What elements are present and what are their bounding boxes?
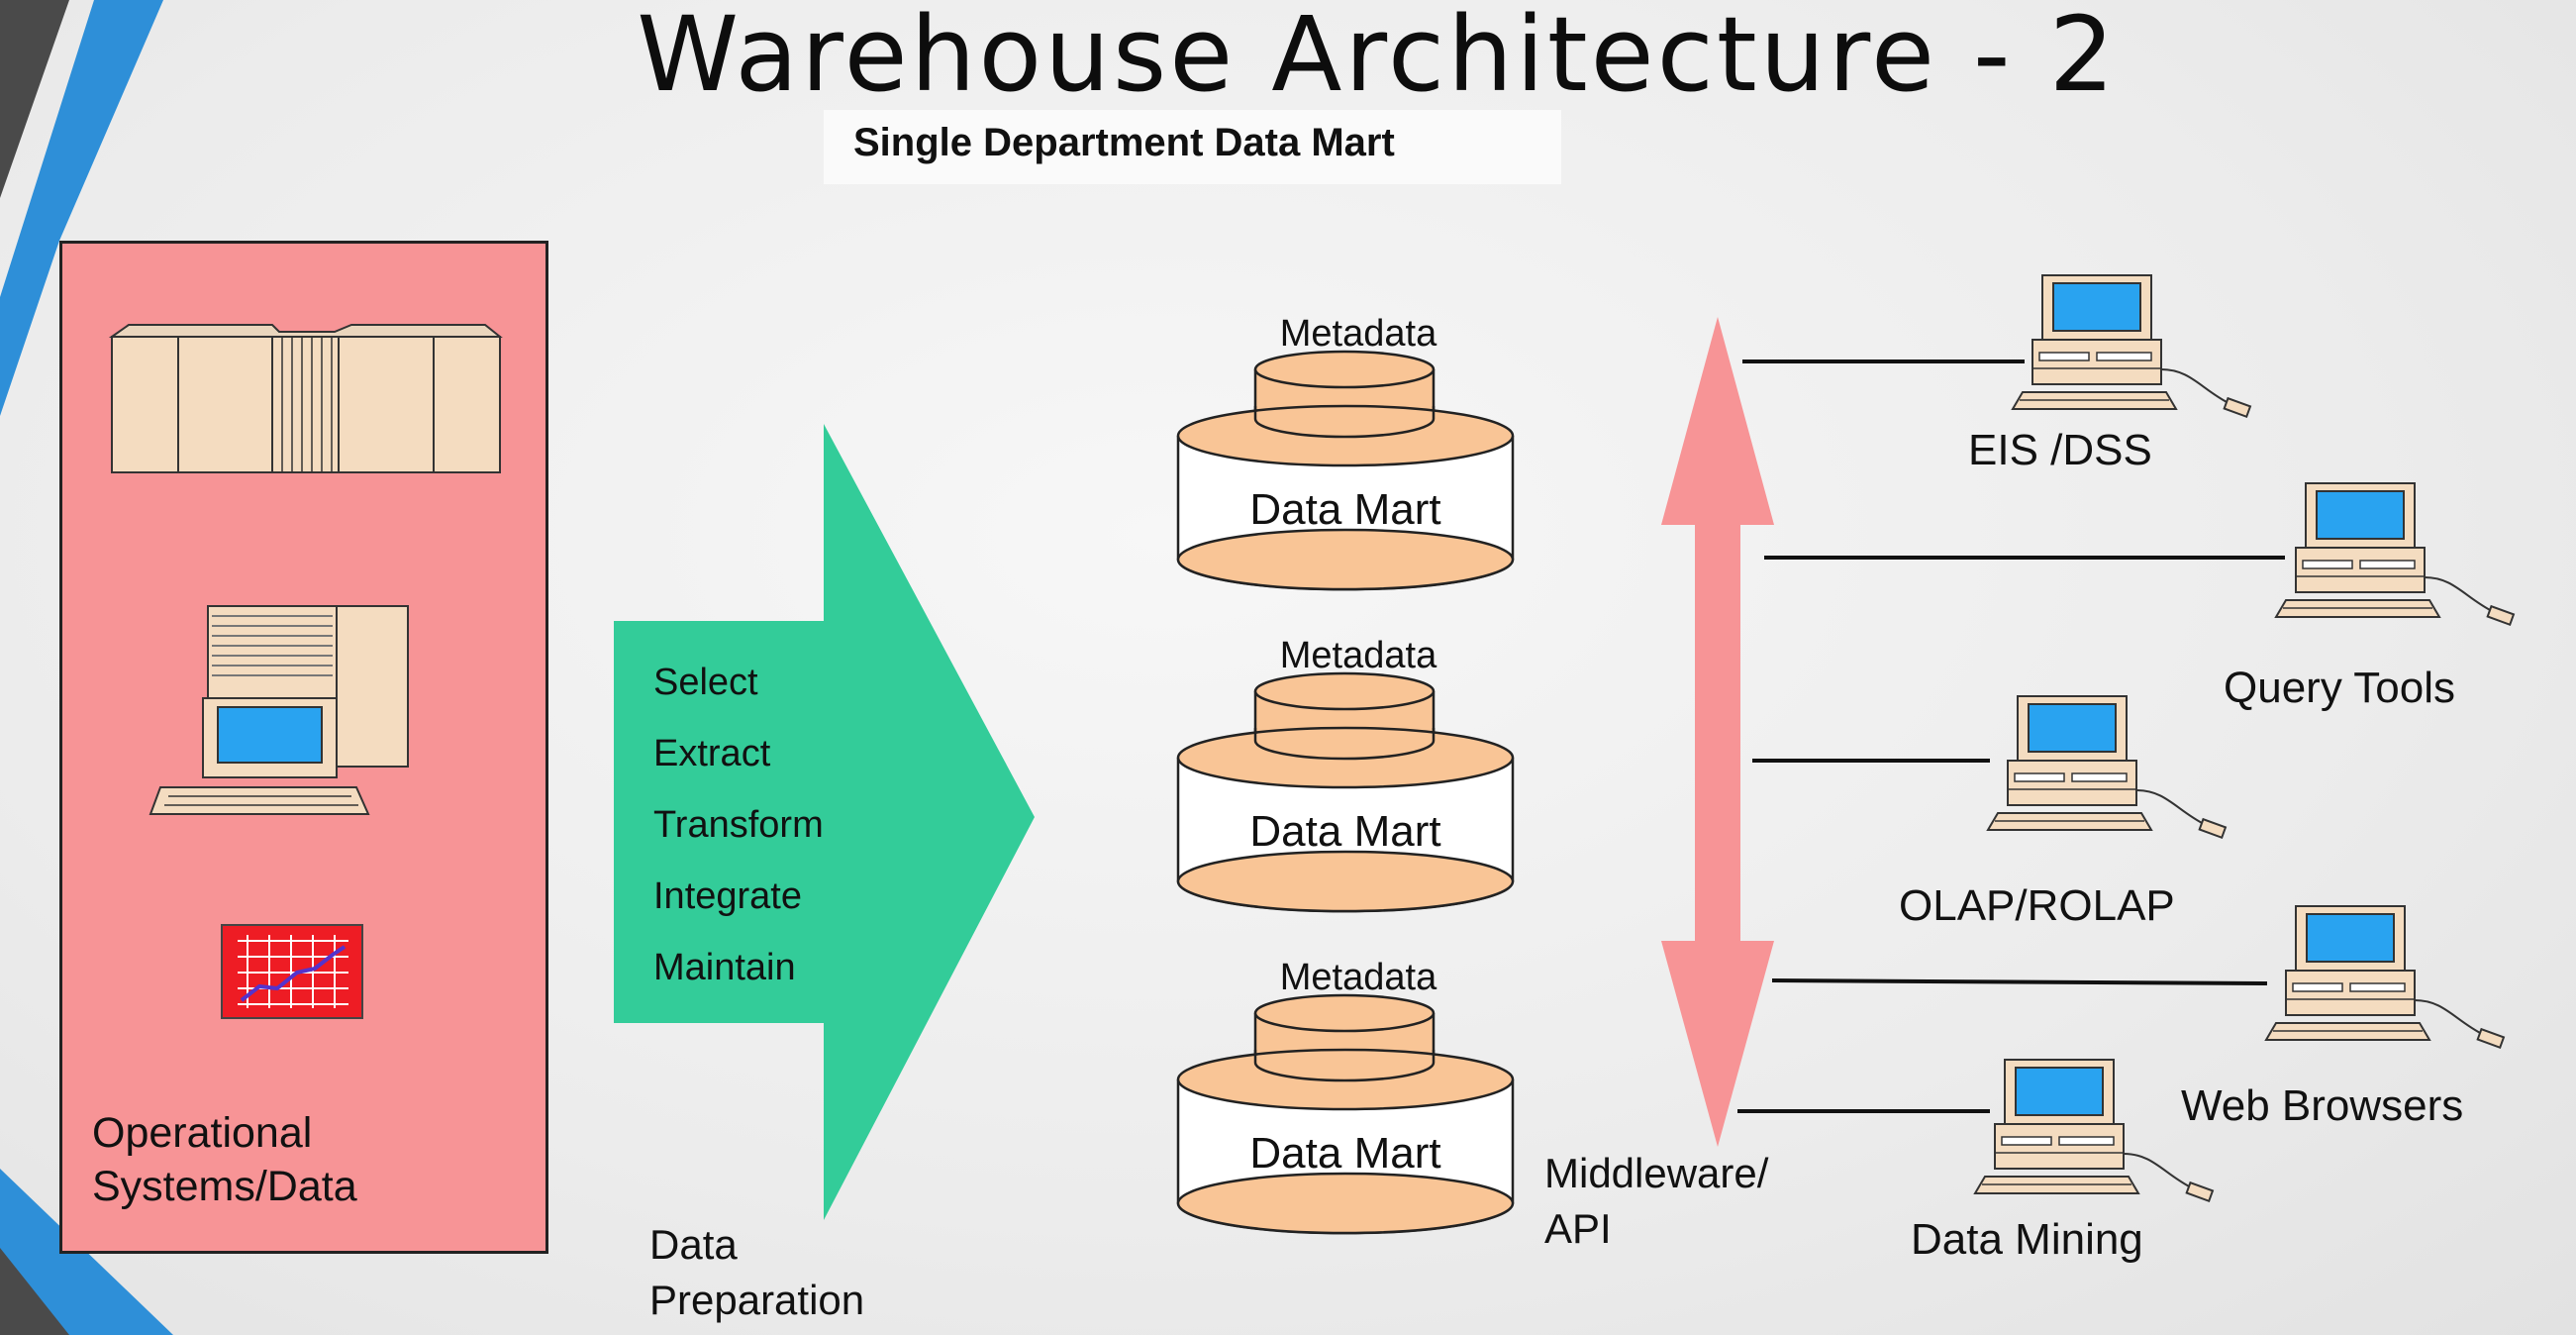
- minicomputer-icon: [149, 605, 409, 815]
- blue-stripe-top: [0, 0, 163, 416]
- metadata-label-2: Metadata: [1279, 635, 1437, 676]
- prep-step-transform: Transform: [653, 804, 824, 846]
- data-mart-cylinder-1: [1176, 350, 1515, 591]
- dark-stripe-bottom: [0, 1248, 69, 1335]
- prep-step-maintain: Maintain: [653, 947, 796, 988]
- query-tools-computer-icon: [2275, 482, 2515, 626]
- data-preparation-line2: Preparation: [649, 1277, 865, 1323]
- page-title: Warehouse Architecture - 2: [637, 0, 2118, 115]
- tool-label-data-mining: Data Mining: [1911, 1215, 2143, 1264]
- tool-label-olap-rolap: OLAP/ROLAP: [1899, 881, 2175, 930]
- prep-step-integrate: Integrate: [653, 875, 802, 917]
- metadata-label-1: Metadata: [1279, 313, 1437, 355]
- tool-label-query-tools: Query Tools: [2224, 664, 2455, 712]
- prep-step-select: Select: [653, 662, 758, 703]
- middleware-line2: API: [1544, 1205, 1612, 1252]
- metadata-label-3: Metadata: [1279, 957, 1437, 998]
- data-preparation-arrow: [614, 424, 1035, 1220]
- eis-dss-computer-icon: [2012, 274, 2251, 418]
- data-mart-cylinder-2: [1176, 671, 1515, 913]
- data-mart-cylinder-3: [1176, 993, 1515, 1235]
- data-preparation-label: Data Preparation: [649, 1217, 864, 1328]
- chart-icon: [221, 924, 363, 1019]
- data-mining-computer-icon: [1974, 1059, 2214, 1202]
- operational-label-line1: Operational: [92, 1109, 313, 1157]
- data-mart-label-3: Data Mart: [1249, 1129, 1441, 1178]
- middleware-line1: Middleware/: [1544, 1150, 1769, 1196]
- data-mart-label-2: Data Mart: [1249, 807, 1441, 856]
- middleware-double-arrow: [1661, 317, 1774, 1147]
- subtitle-box: [824, 110, 1561, 184]
- connector-lines: [1737, 359, 2285, 1113]
- operational-label: Operational Systems/Data: [92, 1106, 357, 1213]
- tool-label-web-browsers: Web Browsers: [2181, 1081, 2464, 1130]
- tool-label-eis-dss: EIS /DSS: [1968, 426, 2152, 474]
- olap-rolap-computer-icon: [1987, 695, 2227, 839]
- web-browsers-computer-icon: [2265, 905, 2505, 1049]
- data-mart-label-1: Data Mart: [1249, 485, 1441, 534]
- prep-step-extract: Extract: [653, 733, 771, 774]
- data-preparation-line1: Data: [649, 1221, 738, 1268]
- operational-label-line2: Systems/Data: [92, 1163, 357, 1210]
- middleware-label: Middleware/ API: [1544, 1146, 1768, 1257]
- subtitle: Single Department Data Mart: [853, 121, 1395, 164]
- mainframe-icon: [108, 324, 503, 473]
- dark-stripe-top: [0, 0, 69, 198]
